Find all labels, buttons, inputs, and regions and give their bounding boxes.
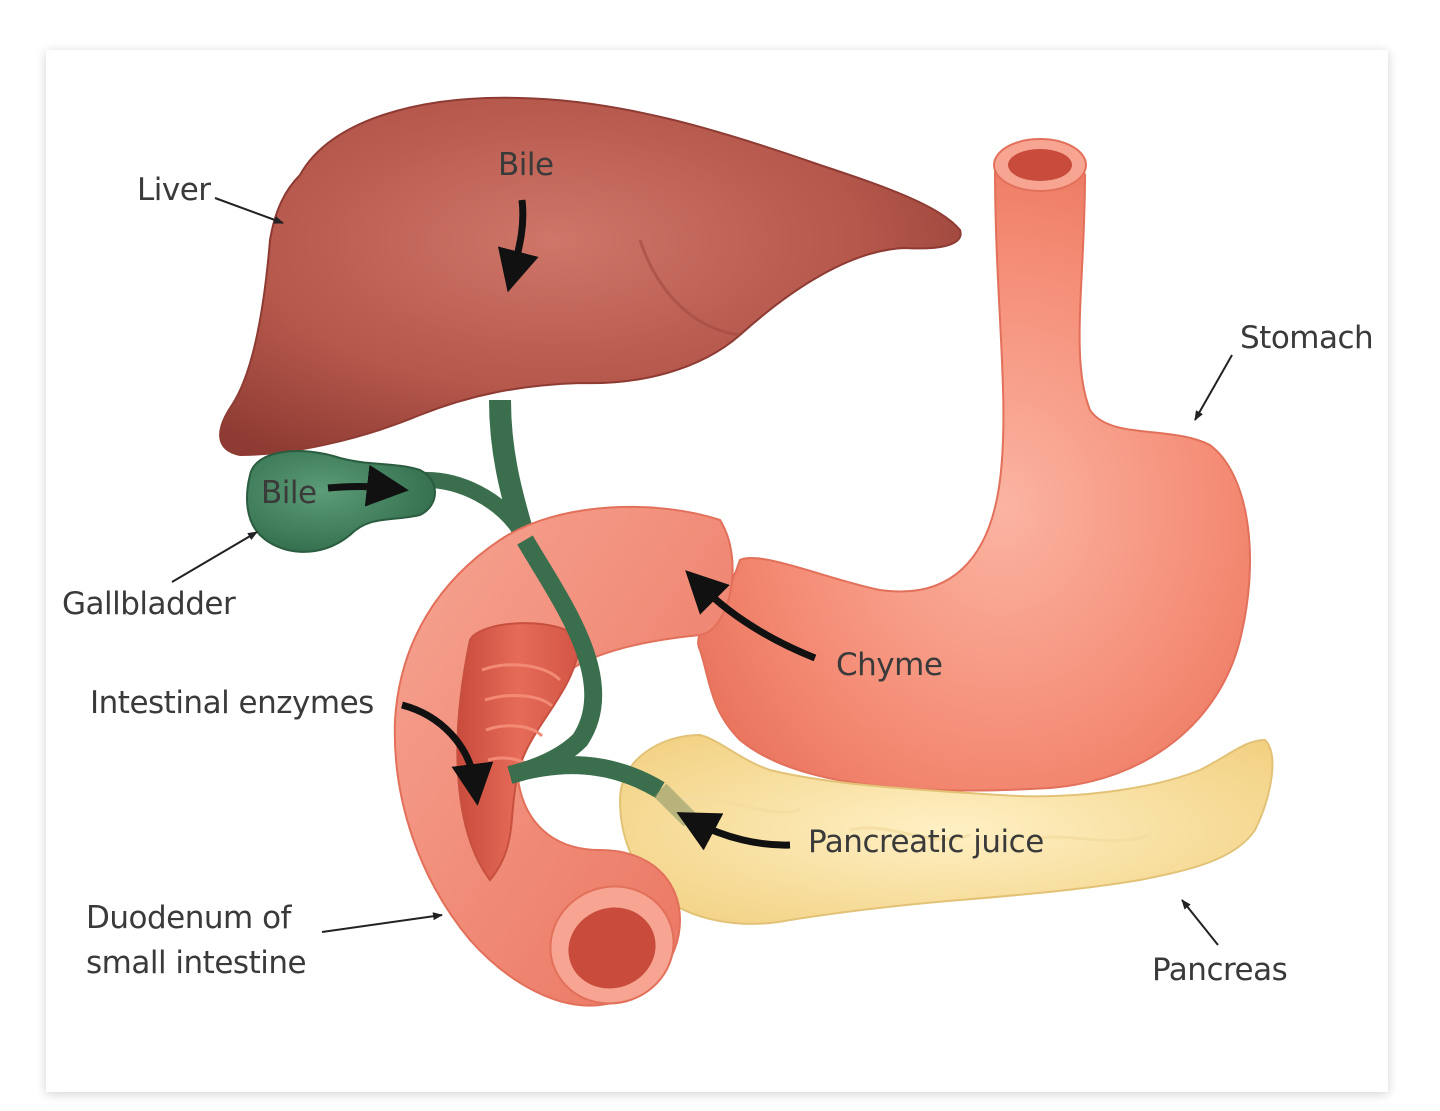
intestinal-enzymes-label: Intestinal enzymes [90, 685, 374, 721]
bile-liver-label: Bile [498, 147, 554, 183]
duodenum-label-line1: Duodenum of [86, 900, 291, 936]
duodenum-shape [393, 505, 734, 1007]
intestinal-enzymes-arrow [401, 701, 494, 806]
chyme-label: Chyme [836, 647, 943, 683]
duodenum-label-line2: small intestine [86, 945, 307, 981]
duodenum-leader [321, 912, 443, 933]
pancreas-leader [1181, 899, 1219, 946]
leader-lines [171, 197, 1233, 946]
stomach-leader [1194, 354, 1233, 421]
pancreas-shape [618, 733, 1274, 925]
gallbladder-label: Gallbladder [62, 586, 236, 622]
bile-gallbladder-label: Bile [261, 475, 317, 511]
liver-leader [214, 197, 284, 224]
bile-liver-arrow [497, 199, 539, 293]
pancreatic-juice-label: Pancreatic juice [808, 824, 1044, 860]
pancreatic-juice-arrow [676, 812, 791, 851]
common-bile-duct [419, 273, 536, 544]
pancreas-label: Pancreas [1152, 952, 1288, 988]
bile-gallbladder-arrow [327, 464, 409, 507]
liver-label: Liver [137, 172, 211, 208]
chyme-arrow [685, 570, 817, 662]
gallbladder-leader [171, 531, 258, 583]
liver-shape [219, 96, 962, 457]
flow-arrows [327, 199, 817, 851]
stomach-label: Stomach [1240, 320, 1374, 356]
